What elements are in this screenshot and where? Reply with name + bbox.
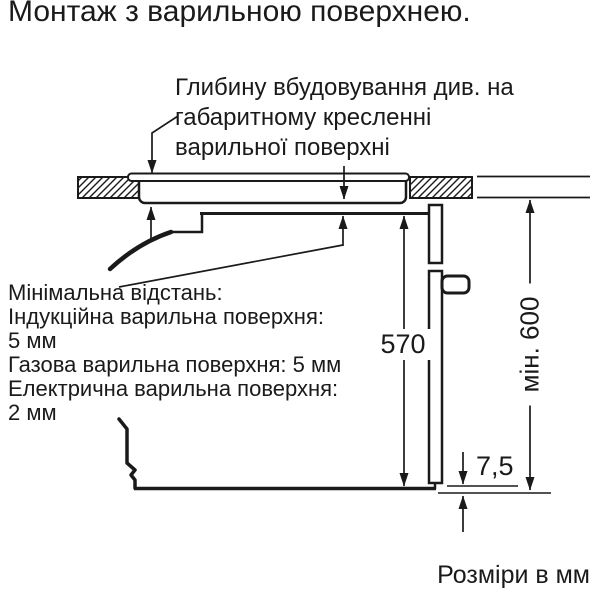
dimension-label-570: 570 [374,329,432,360]
oven-front-trim-lower [427,269,444,485]
oven-front-step [171,213,204,234]
countertop-section [77,175,590,199]
oven-mounting-bracket [440,274,471,295]
oven-profile [107,203,471,491]
hob-section [127,172,410,205]
oven-left-bottom-profile [117,417,137,490]
min-distance-annotation: Мінімальна відстань: Індукційна варильна… [8,280,342,425]
units-note: Розміри в мм [437,561,590,589]
hob-top-lip [127,172,410,182]
dimension-label-7-5: 7,5 [474,451,516,482]
dimension-lines [118,115,551,532]
oven-front-flap [107,229,174,272]
dimension-label-min-600: мін. 600 [514,283,546,406]
page-title: Монтаж з варильною поверхнею. [8,0,471,28]
depth-annotation: Глибину вбудовування див. на габаритному… [175,74,514,161]
oven-front-trim-upper [427,203,444,265]
depth-leader-left-arrow [147,115,179,174]
countertop-right-hatched [409,176,473,199]
min-distance-leader-diagonal [118,244,344,288]
